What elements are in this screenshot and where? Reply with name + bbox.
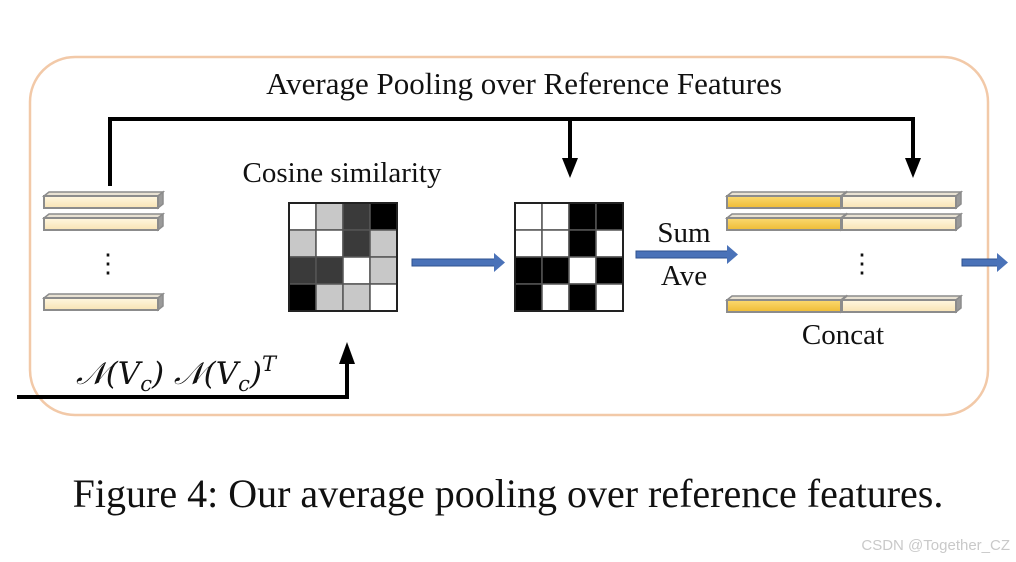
- matrix-cell: [568, 229, 597, 258]
- figure-caption: Figure 4: Our average pooling over refer…: [72, 471, 944, 516]
- input-feature-bar: [41, 190, 166, 210]
- sum-label: Sum: [657, 217, 711, 249]
- binary-matrix: [514, 202, 624, 312]
- right-vdots: ⋮: [849, 249, 875, 278]
- matrix-cell: [568, 283, 597, 312]
- matrix-cell: [514, 283, 543, 312]
- matrix-cell: [342, 202, 371, 231]
- matrix-cell: [514, 202, 543, 231]
- matrix-border: [288, 202, 398, 312]
- concat-feature-row: [724, 190, 964, 210]
- reference-feature-bar: [839, 294, 964, 314]
- input-feature-bar: [41, 212, 166, 232]
- matrix-cell: [595, 283, 624, 312]
- concat-label: Concat: [802, 319, 884, 351]
- matrix-cell: [568, 202, 597, 231]
- matrix-cell: [541, 283, 570, 312]
- matrix-cell: [342, 229, 371, 258]
- matrix-cell: [541, 229, 570, 258]
- normalized-product-formula: 𝒩(Vc) 𝒩(Vc)T: [76, 352, 278, 396]
- left-vdots: ⋮: [95, 249, 121, 278]
- formula-superscript: T: [262, 352, 278, 376]
- pooled-feature-bar: [724, 190, 849, 210]
- formula-sub-1: c: [140, 372, 152, 396]
- up-arrow-to-similarity: [339, 342, 355, 364]
- matrix-cell: [342, 256, 371, 285]
- reference-feature-bar: [839, 212, 964, 232]
- blue-arrow-output: [961, 253, 1008, 272]
- input-feature-bar: [41, 292, 166, 312]
- formula-part-1: 𝒩(V: [76, 356, 144, 392]
- pooled-feature-bar: [724, 294, 849, 314]
- formula-sub-2: c: [238, 372, 250, 396]
- cosine-similarity-label: Cosine similarity: [243, 157, 442, 189]
- outer-frame: [28, 55, 990, 417]
- blue-arrow-1: [411, 253, 505, 272]
- top-routing-lines: [108, 117, 915, 186]
- matrix-cell: [568, 256, 597, 285]
- matrix-cell: [315, 283, 344, 312]
- bottom-input-line: [17, 362, 349, 399]
- matrix-border: [514, 202, 624, 312]
- concat-feature-stack: [724, 190, 964, 314]
- matrix-cell: [595, 256, 624, 285]
- matrix-cell: [288, 229, 317, 258]
- matrix-cell: [369, 256, 398, 285]
- matrix-cell: [288, 283, 317, 312]
- matrix-cell: [595, 202, 624, 231]
- down-arrow-to-binary: [562, 158, 578, 178]
- diagram-title: Average Pooling over Reference Features: [266, 66, 782, 101]
- formula-part-3: ): [249, 356, 262, 392]
- matrix-cell: [369, 202, 398, 231]
- matrix-cell: [288, 202, 317, 231]
- matrix-cell: [514, 229, 543, 258]
- concat-feature-row: [724, 294, 964, 314]
- similarity-matrix: [288, 202, 398, 312]
- matrix-cell: [315, 202, 344, 231]
- down-arrow-to-concat: [905, 158, 921, 178]
- concat-feature-row: [724, 212, 964, 232]
- matrix-cell: [595, 229, 624, 258]
- matrix-cell: [514, 256, 543, 285]
- matrix-cell: [342, 283, 371, 312]
- matrix-cell: [315, 256, 344, 285]
- matrix-cell: [369, 283, 398, 312]
- ave-label: Ave: [661, 260, 707, 292]
- matrix-cell: [541, 202, 570, 231]
- input-feature-stack: [41, 190, 166, 312]
- reference-feature-bar: [839, 190, 964, 210]
- watermark: CSDN @Together_CZ: [861, 537, 1010, 554]
- blue-arrow-2: [635, 245, 738, 264]
- matrix-cell: [541, 256, 570, 285]
- matrix-cell: [369, 229, 398, 258]
- pooled-feature-bar: [724, 212, 849, 232]
- matrix-cell: [315, 229, 344, 258]
- matrix-cell: [288, 256, 317, 285]
- formula-part-2: ) 𝒩(V: [151, 356, 242, 392]
